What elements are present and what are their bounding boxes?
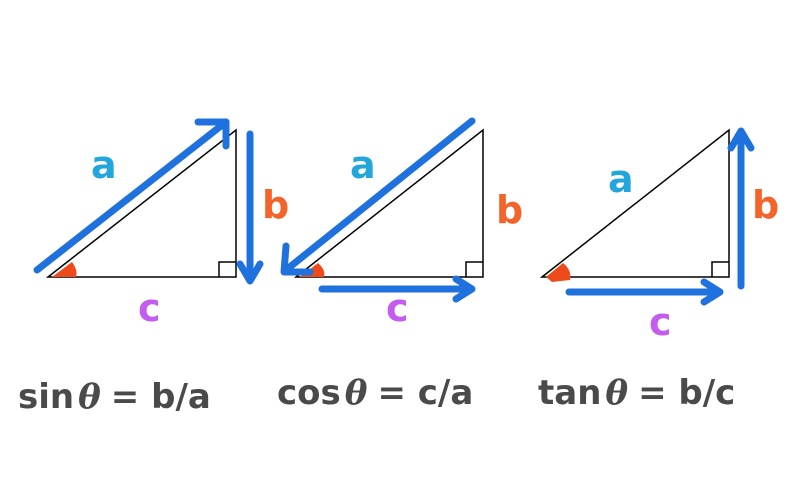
formula-theta: θ bbox=[345, 373, 368, 413]
triangle-outline bbox=[293, 128, 484, 278]
formula-theta: θ bbox=[605, 373, 628, 413]
label-c: c bbox=[649, 300, 672, 344]
arrow-a bbox=[280, 117, 476, 276]
angle-theta-mark bbox=[546, 263, 571, 282]
formula-rhs: = c/a bbox=[377, 373, 473, 413]
right-angle-mark bbox=[465, 261, 483, 277]
label-a: a bbox=[350, 143, 376, 187]
triangle-outline bbox=[539, 128, 730, 278]
label-c: c bbox=[386, 286, 409, 330]
label-b: b bbox=[752, 183, 779, 227]
right-angle-mark bbox=[218, 261, 236, 277]
formula-fn: cos bbox=[277, 373, 341, 413]
formula-fn: sin bbox=[18, 377, 74, 417]
right-angle-mark bbox=[711, 261, 729, 277]
label-a: a bbox=[608, 157, 634, 201]
label-b: b bbox=[496, 188, 523, 232]
label-c: c bbox=[138, 286, 161, 330]
arrow-c bbox=[318, 275, 476, 303]
formula-rhs: = b/c bbox=[638, 373, 735, 413]
arrow-b bbox=[727, 127, 755, 290]
triangle-outline bbox=[45, 128, 237, 278]
formula-rhs: = b/a bbox=[111, 377, 211, 417]
arrow-b bbox=[236, 130, 264, 285]
arrow-a bbox=[33, 118, 230, 274]
label-b: b bbox=[262, 183, 289, 227]
angle-theta-mark bbox=[52, 262, 77, 277]
formula-fn: tan bbox=[538, 373, 601, 413]
formula-theta: θ bbox=[78, 377, 101, 417]
label-a: a bbox=[91, 143, 117, 187]
arrow-c bbox=[565, 278, 724, 306]
